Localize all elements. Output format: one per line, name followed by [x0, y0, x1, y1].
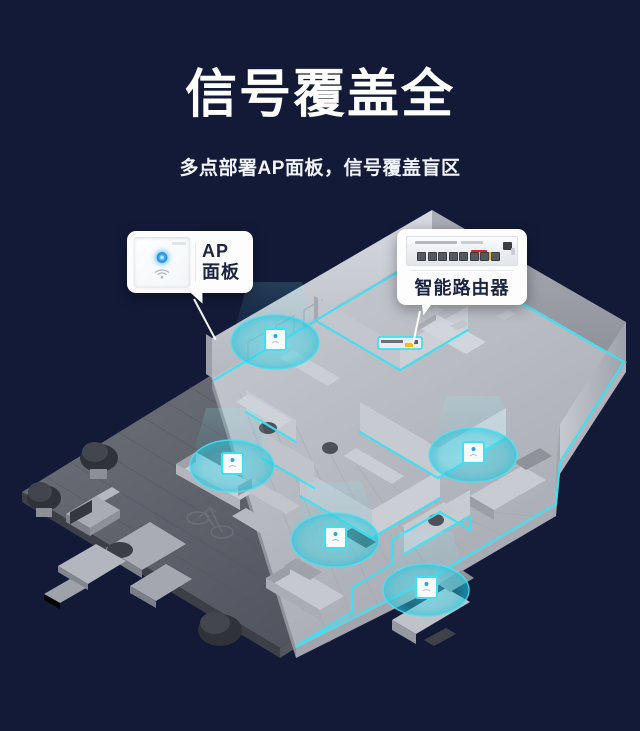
ap-panel-brand-tag	[172, 242, 186, 245]
ap-unit-4	[415, 576, 438, 599]
router-brand-mark	[415, 241, 457, 244]
callout-ap-panel[interactable]: AP 面板	[127, 231, 253, 341]
callout-router-divider	[410, 270, 514, 271]
page-subtitle: 多点部署AP面板，信号覆盖盲区	[179, 158, 461, 179]
ap-panel-led-icon	[156, 252, 168, 263]
page-title: 信号覆盖全	[184, 66, 455, 124]
callout-ap-label: AP 面板	[202, 241, 240, 283]
router-status-leds-icon	[503, 242, 512, 250]
router-ethernet-ports-icon	[417, 252, 500, 261]
ap-unit-5	[462, 441, 485, 464]
ap-unit-2	[221, 452, 244, 475]
ap-panel-product-image	[134, 237, 190, 287]
outdoor-furniture	[66, 487, 192, 608]
ap-unit-1	[264, 328, 287, 351]
ap-units	[221, 328, 485, 599]
callout-ap-label-line1: AP	[202, 241, 230, 261]
isometric-floorplan-scene	[0, 196, 640, 696]
callout-divider	[195, 242, 196, 282]
callout-router[interactable]: 智能路由器	[397, 229, 527, 345]
callout-router-label: 智能路由器	[414, 278, 510, 298]
ap-unit-3	[324, 526, 347, 549]
bicycle	[186, 506, 234, 539]
router-device	[377, 336, 423, 350]
router-product-image	[406, 236, 518, 266]
wifi-icon	[154, 269, 170, 279]
router-red-indicator	[471, 250, 487, 253]
router-model-mark	[461, 241, 483, 244]
callout-ap-label-line2: 面板	[202, 262, 240, 282]
desk-set	[44, 500, 126, 609]
router-power-port-icon	[511, 248, 515, 255]
